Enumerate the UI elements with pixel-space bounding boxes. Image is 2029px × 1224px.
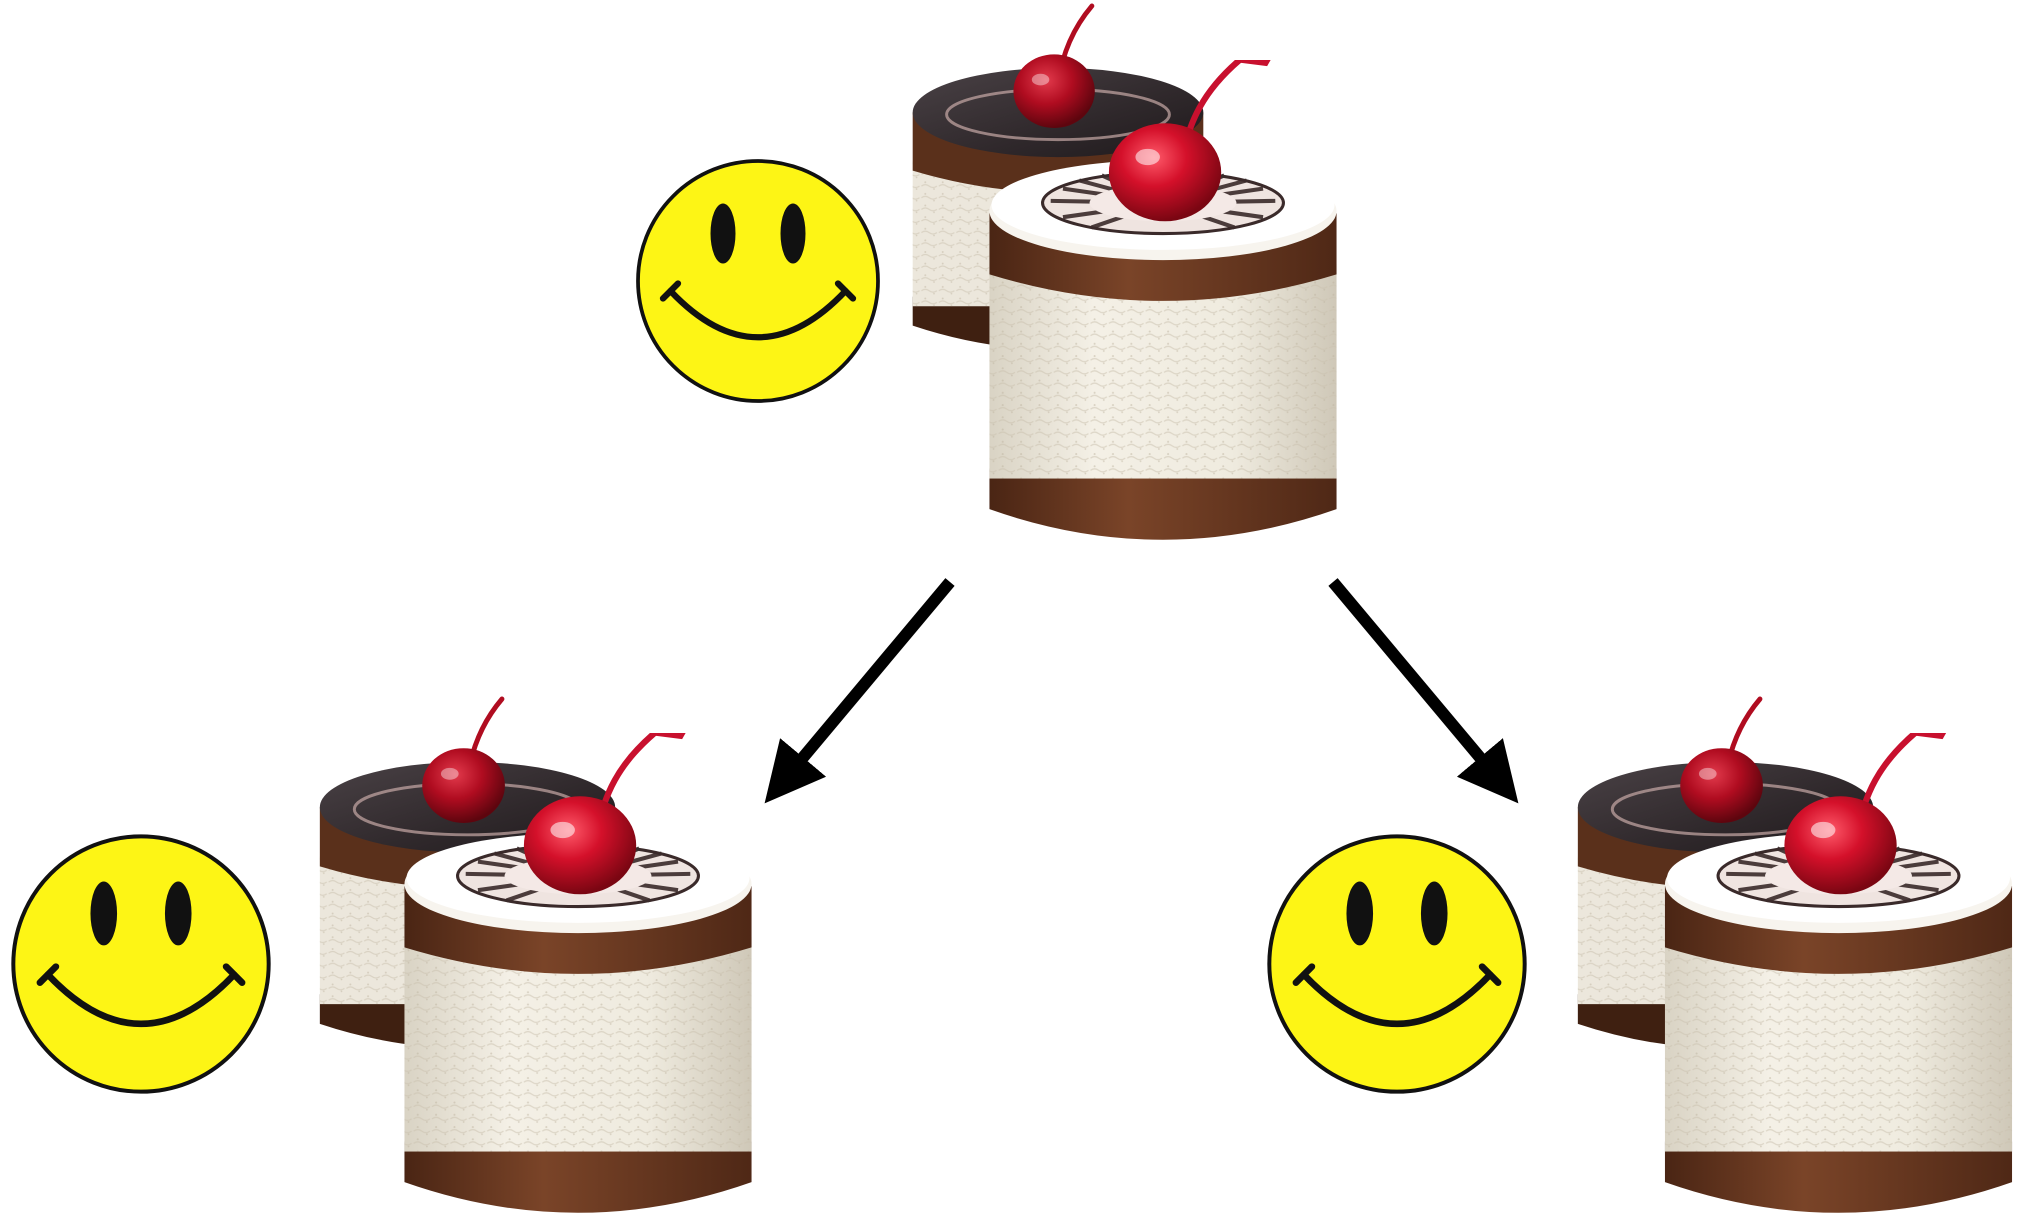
smiley-face-icon bbox=[1269, 836, 1524, 1091]
node-left bbox=[8, 683, 768, 1224]
cake-pair-icon bbox=[1578, 699, 2012, 1213]
cake-pair-icon bbox=[913, 6, 1337, 540]
cake-pair-icon bbox=[320, 699, 752, 1213]
smiley-face-icon bbox=[638, 161, 878, 401]
node-top bbox=[633, 0, 1353, 560]
smiley-face-icon bbox=[13, 836, 268, 1091]
arrow-top-to-left bbox=[780, 582, 950, 785]
node-right bbox=[1262, 683, 2029, 1224]
